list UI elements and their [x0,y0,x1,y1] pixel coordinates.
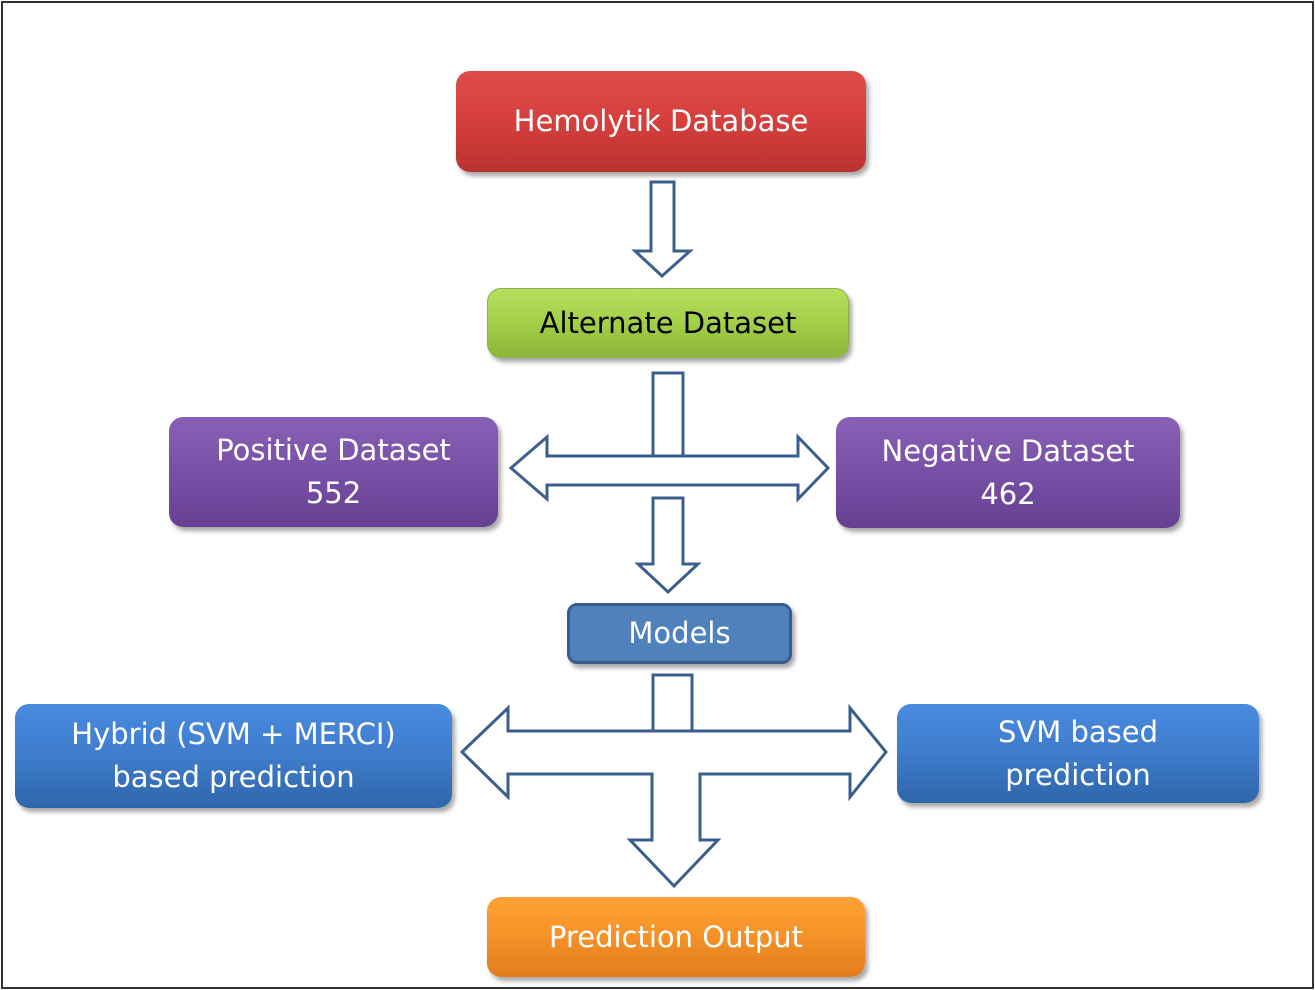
node-label: Models [628,616,731,650]
node-count: 462 [980,476,1036,511]
arrow-database-to-alternate [631,180,694,279]
node-label: Prediction Output [548,919,804,954]
node-prediction-output: Prediction Output [487,897,865,977]
node-label: Hemolytik Database [513,104,809,138]
arrow-to-models [634,496,702,595]
node-alternate-dataset: Alternate Dataset [487,288,849,358]
arrow-models-branches [459,703,888,889]
arrow-alternate-stem [651,371,685,458]
node-positive-dataset: Positive Dataset 552 [169,417,498,527]
node-models: Models [567,603,792,664]
arrow-positive-negative [508,433,831,503]
node-label: Alternate Dataset [539,305,797,340]
node-hybrid-prediction: Hybrid (SVM + MERCI) based prediction [15,704,452,808]
node-hemolytik-database: Hemolytik Database [456,71,866,172]
node-svm-prediction: SVM based prediction [897,704,1259,803]
arrow-models-stem [651,673,694,733]
node-negative-dataset: Negative Dataset 462 [836,417,1180,528]
node-label-line1: SVM based [997,714,1159,749]
node-label-line1: Hybrid (SVM + MERCI) [71,717,396,751]
node-label: Positive Dataset [216,433,451,467]
node-count: 552 [305,476,362,510]
node-label-line2: prediction [1005,757,1151,792]
node-label-line2: based prediction [112,760,355,794]
node-label: Negative Dataset [881,433,1135,468]
